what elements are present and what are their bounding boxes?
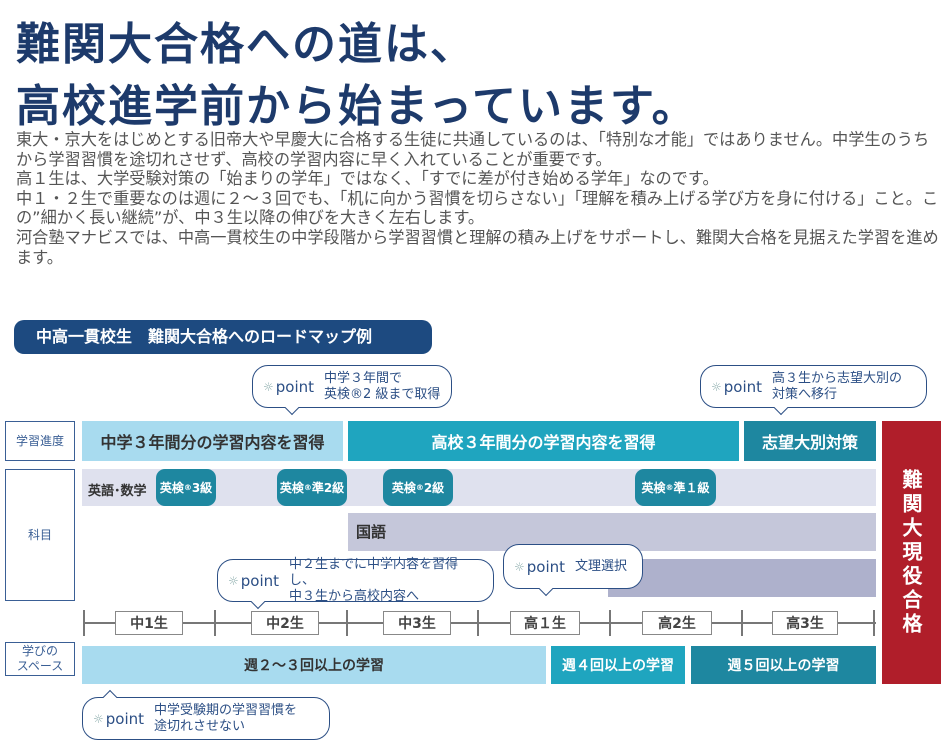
year-label: 高3生 (772, 611, 838, 635)
row-label-subjects: 科目 (5, 469, 75, 601)
point-text: 高３生から志望大別の (772, 370, 903, 386)
space-5-times: 週５回以上の学習 (691, 646, 876, 684)
paragraph: 高１生は、大学受験対策の「始まりの学年」ではなく、「すでに差が付き始める学年」な… (16, 169, 719, 189)
timeline-tick (741, 610, 743, 636)
bubble-tail (538, 581, 554, 597)
timeline-line (84, 622, 876, 624)
year-label: 中1生 (115, 611, 183, 635)
year-label: 中2生 (251, 611, 319, 635)
headline-line-1: 難関大合格への道は、 (16, 19, 476, 70)
point-text: 文理選択 (575, 558, 628, 574)
badge-text: 3級 (191, 481, 213, 495)
roadmap-title: 中高一貫校生 難関大合格へのロードマップ例 (14, 320, 432, 354)
lightbulb-icon: ☼ (228, 573, 239, 588)
registered-mark: ® (183, 483, 192, 492)
badge-text: 英検 (279, 481, 304, 495)
point-text: 中学受験期の学習習慣を (154, 702, 298, 718)
point-text: 中学３年間で (324, 370, 403, 386)
badge-text: 英検 (641, 481, 666, 495)
eiken-badge: 英検®準2級 (277, 469, 347, 506)
bubble-tail (773, 400, 789, 416)
point-text: 途切れさせない (154, 718, 246, 734)
eng-math-label: 英語･数学 (88, 484, 147, 499)
progress-target-univ: 志望大別対策 (744, 421, 876, 461)
paragraph: 中１・２生で重要なのは週に２～３回でも、「机に向かう習慣を切らさない」「理解を積… (16, 188, 939, 228)
badge-text: 2級 (423, 481, 445, 495)
elective-bar (608, 559, 876, 597)
badge-text: 準2級 (311, 481, 345, 495)
badge-text: 準１級 (673, 481, 710, 495)
timeline-tick (609, 610, 611, 636)
point-label: point (105, 709, 145, 728)
timeline-tick (83, 610, 85, 636)
bubble-tail (102, 689, 118, 705)
point-bubble: ☼point 高３生から志望大別の対策へ移行 (700, 365, 927, 416)
badge-text: 英検 (391, 481, 416, 495)
eiken-badge: 英検®準１級 (635, 469, 716, 506)
point-label: point (526, 557, 566, 576)
point-label: point (240, 571, 280, 590)
registered-mark: ® (415, 483, 424, 492)
timeline-tick (346, 610, 348, 636)
registered-mark: ® (303, 483, 312, 492)
label-line: スペース (16, 659, 64, 673)
point-bubble: ☼point 中学３年間で英検®2 級まで取得 (252, 365, 452, 416)
space-2-3-times: 週２～３回以上の学習 (82, 646, 546, 684)
lightbulb-icon: ☼ (711, 379, 722, 394)
headline-line-2: 高校進学前から始まっています。 (16, 81, 698, 132)
timeline-tick (214, 610, 216, 636)
lightbulb-icon: ☼ (263, 379, 274, 394)
point-text: 中２生までに中学内容を習得し、 (289, 556, 459, 588)
point-bubble: ☼point 中２生までに中学内容を習得し、中３生から高校内容へ (217, 556, 494, 610)
body-text: 東大・京大をはじめとする旧帝大や早慶大に合格する生徒に共通しているのは、「特別な… (16, 130, 941, 267)
lightbulb-icon: ☼ (93, 711, 104, 726)
space-4-times: 週４回以上の学習 (551, 646, 685, 684)
point-bubble: ☼point 中学受験期の学習習慣を途切れさせない (82, 689, 330, 740)
eiken-badge: 英検®3級 (156, 469, 216, 506)
year-label: 高2生 (642, 611, 712, 635)
point-text: 中３生から高校内容へ (289, 588, 420, 604)
progress-high-school: 高校３年間分の学習内容を習得 (348, 421, 739, 461)
point-label: point (275, 377, 315, 396)
bubble-tail (284, 400, 300, 416)
label-line: 学びの (21, 644, 58, 658)
row-label-space: 学びのスペース (5, 642, 75, 676)
paragraph: 河合塾マナビスでは、中高一貫校生の中学段階から学習習慣と理解の積み上げをサポート… (16, 227, 939, 267)
point-label: point (723, 377, 763, 396)
timeline-tick (477, 610, 479, 636)
point-text: 対策へ移行 (772, 386, 838, 402)
year-label: 中3生 (383, 611, 451, 635)
paragraph: 東大・京大をはじめとする旧帝大や早慶大に合格する生徒に共通しているのは、「特別な… (16, 130, 930, 169)
point-bubble: ☼point 文理選択 (503, 544, 643, 597)
lightbulb-icon: ☼ (514, 559, 525, 574)
row-label-progress: 学習進度 (5, 421, 75, 461)
timeline-tick (873, 610, 875, 636)
bubble-tail (250, 594, 266, 610)
goal-banner: 難関大現役合格 (882, 421, 941, 684)
progress-junior-high: 中学３年間分の学習内容を習得 (82, 421, 343, 461)
eiken-badge: 英検®2級 (383, 469, 453, 506)
badge-text: 英検 (159, 481, 184, 495)
year-label: 高１生 (510, 611, 580, 635)
registered-mark: ® (665, 483, 674, 492)
point-text: 英検®2 級まで取得 (324, 386, 441, 402)
